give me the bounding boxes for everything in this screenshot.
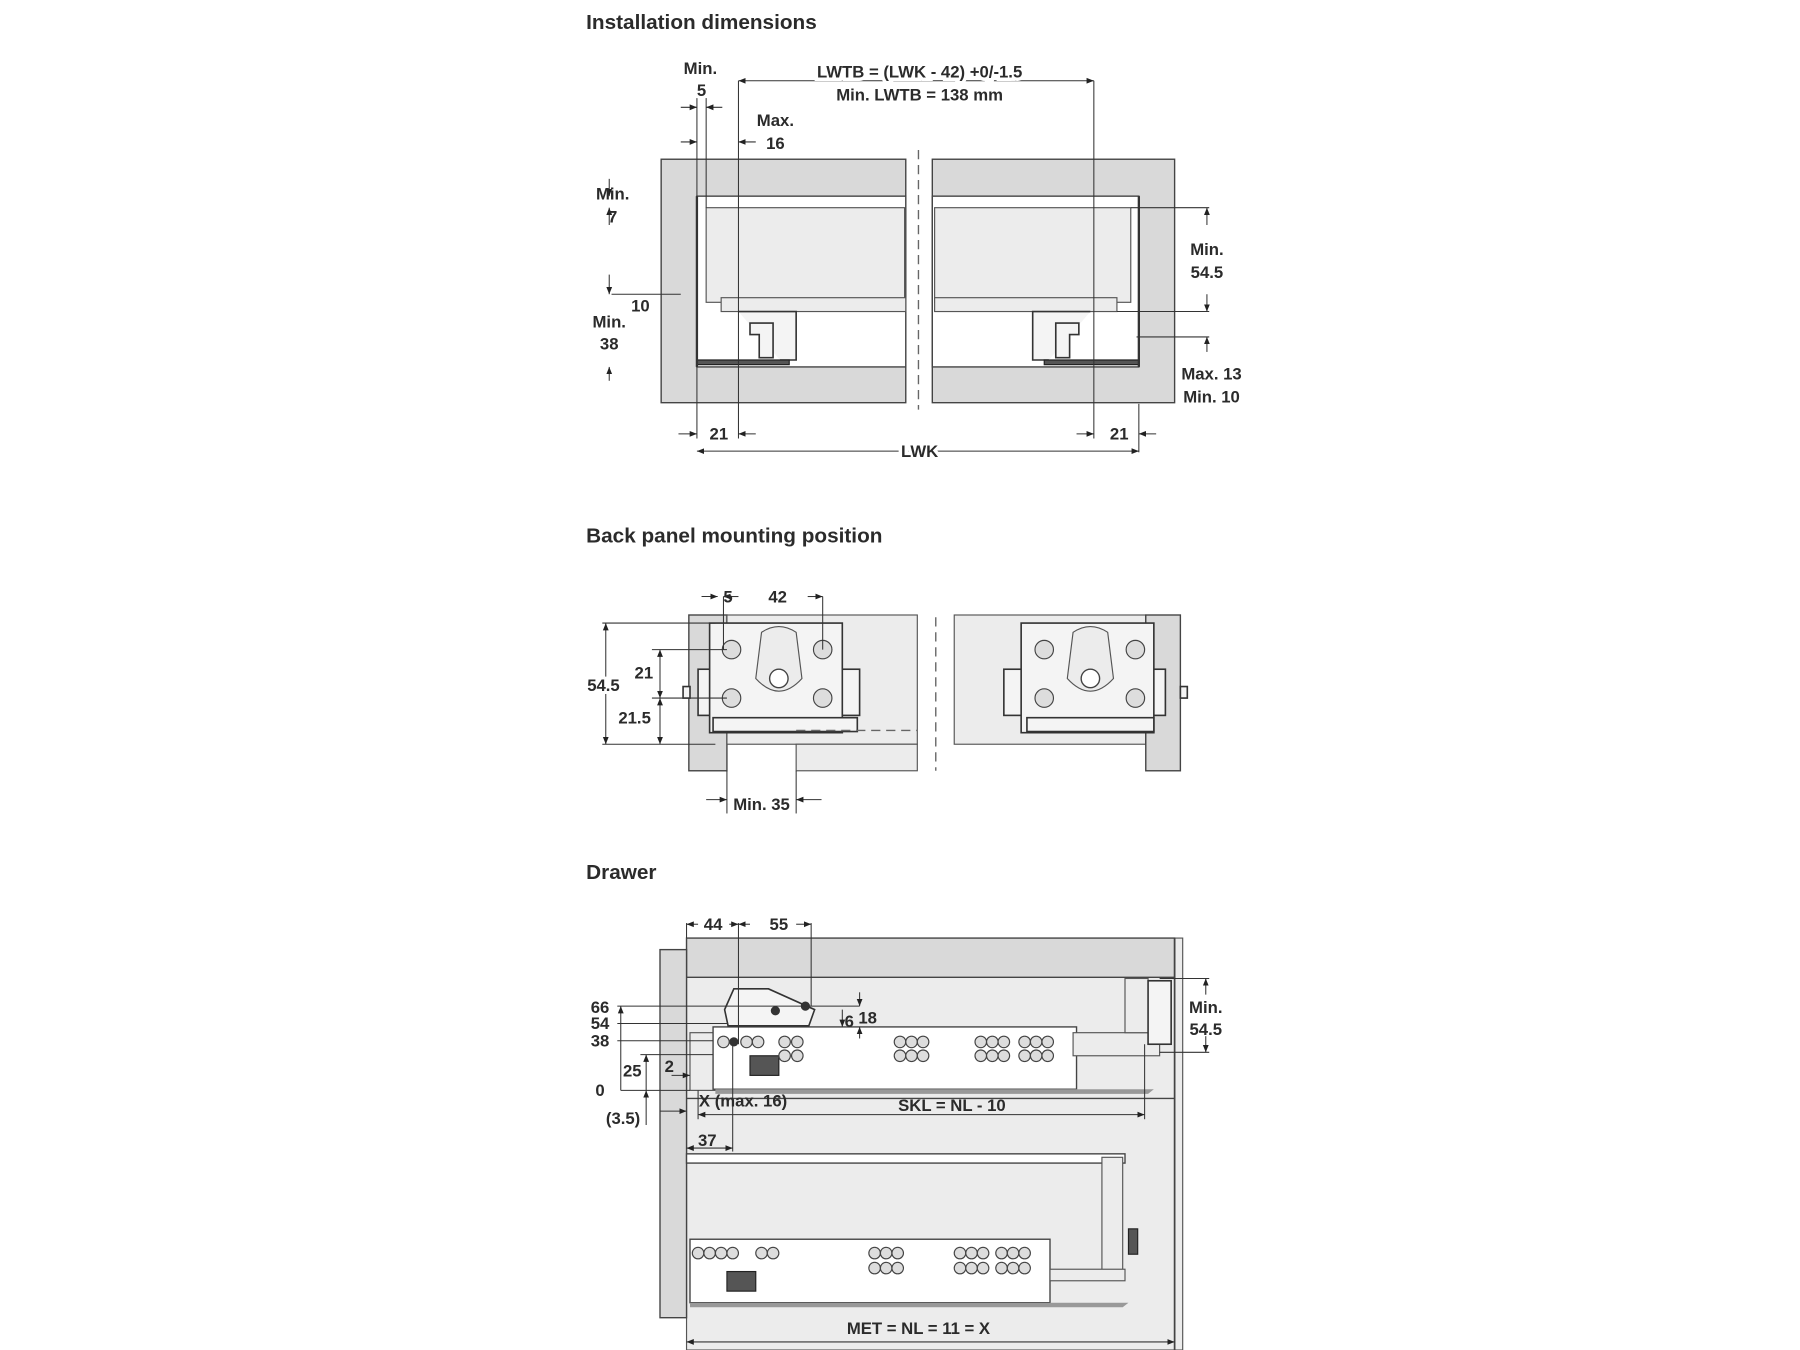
label-42: 42: [768, 587, 787, 606]
damper: [749, 1055, 780, 1076]
label-min545-b: 54.5: [1189, 1020, 1222, 1039]
label-66: 66: [591, 998, 610, 1017]
label-6: 6: [845, 1012, 854, 1031]
installation-dimensions-section: Installation dimensions: [586, 11, 1242, 465]
label-max16-b: 16: [766, 134, 785, 153]
label-21-5: 21.5: [618, 708, 651, 727]
drawer-dimension-lines: [617, 921, 1210, 1345]
cabinet-right-half: [931, 158, 1176, 404]
section-title-drawer: Drawer: [586, 861, 656, 884]
label-min545-a: Min.: [1190, 240, 1223, 259]
label-min38-b: 38: [600, 335, 619, 354]
label-25: 25: [623, 1062, 642, 1081]
back-panel-section: Back panel mounting position: [584, 524, 1189, 814]
section-title-back-panel: Back panel mounting position: [586, 524, 882, 547]
drawer-front-panel: [659, 948, 688, 1319]
label-55: 55: [770, 915, 789, 934]
label-min7-a: Min.: [596, 185, 629, 204]
cabinet-left-half: [660, 158, 907, 404]
label-min545-b: 54.5: [1191, 263, 1224, 282]
label-44: 44: [704, 915, 723, 934]
label-min35: Min. 35: [733, 795, 790, 814]
label-min10: Min. 10: [1183, 388, 1240, 407]
label-min545-a: Min.: [1189, 998, 1222, 1017]
section-title-installation: Installation dimensions: [586, 11, 817, 34]
label-5: 5: [723, 587, 732, 606]
label-lwtb-min: Min. LWTB = 138 mm: [836, 85, 1003, 104]
back-panel-right: [953, 614, 1189, 772]
label-max16-a: Max.: [757, 111, 794, 130]
rear-bracket: [1147, 979, 1172, 1046]
label-21: 21: [635, 663, 654, 682]
back-panel-left: [682, 614, 918, 772]
label-max13: Max. 13: [1181, 365, 1241, 384]
drawer-section: Drawer: [586, 861, 1222, 1350]
label-min7-b: 7: [608, 208, 617, 227]
drawer-front-left: [705, 207, 906, 303]
label-min38-a: Min.: [593, 313, 626, 332]
label-38: 38: [591, 1032, 610, 1051]
runner-profile-right: [1031, 310, 1091, 361]
label-54: 54: [591, 1014, 610, 1033]
label-x-max: X (max. 16): [699, 1092, 787, 1111]
drawer-front-right: [934, 207, 1132, 303]
upper-drawer-runner: [689, 977, 1172, 1094]
label-10: 10: [631, 297, 650, 316]
lower-drawer-runner: [685, 1153, 1139, 1308]
front-locking-device: [723, 988, 816, 1027]
label-right-21: 21: [1110, 425, 1129, 444]
label-0: 0: [595, 1081, 604, 1100]
label-lwk: LWK: [901, 442, 938, 461]
label-37: 37: [698, 1131, 717, 1150]
label-18: 18: [858, 1008, 877, 1027]
label-54-5: 54.5: [587, 676, 620, 695]
label-min5-a: Min.: [684, 59, 717, 78]
back-panel-dimension-lines: [602, 593, 824, 814]
label-met: MET = NL = 11 = X: [847, 1319, 990, 1338]
label-2: 2: [665, 1057, 674, 1076]
label-3-5: (3.5): [606, 1109, 640, 1128]
label-min5-b: 5: [697, 81, 706, 100]
dimension-lines: [606, 77, 1210, 455]
label-skl: SKL = NL - 10: [898, 1096, 1006, 1115]
label-left-21: 21: [710, 425, 729, 444]
label-lwtb-formula: LWTB = (LWK - 42) +0/-1.5: [817, 62, 1022, 81]
